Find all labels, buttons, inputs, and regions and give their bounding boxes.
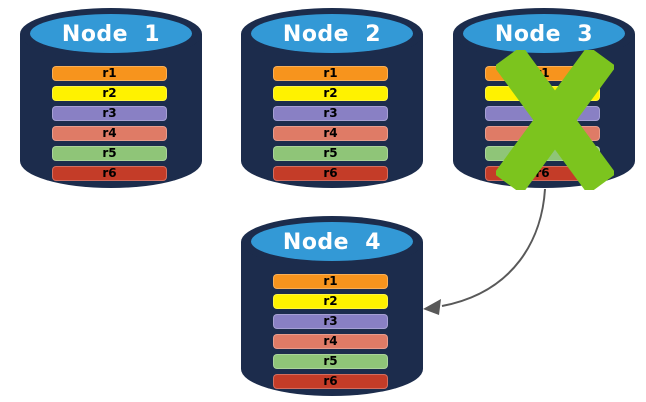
node-2-row-r3: r3 xyxy=(273,106,388,121)
node-4-row-r4: r4 xyxy=(273,334,388,349)
row-list: r1 r2 r3 r4 r5 r6 xyxy=(52,66,167,181)
cylinder-top-face: Node 2 xyxy=(251,14,413,53)
cylinder-top-rim: Node 4 xyxy=(241,216,423,268)
node-4-row-r1: r1 xyxy=(273,274,388,289)
cylinder-top-face: Node 1 xyxy=(30,14,192,53)
node-2-row-r6: r6 xyxy=(273,166,388,181)
node-label: Node 2 xyxy=(282,22,382,47)
row-list: r1 r2 r3 r4 r5 r6 xyxy=(273,66,388,181)
node-1-row-r5: r5 xyxy=(52,146,167,161)
node-label: Node 1 xyxy=(61,22,161,47)
cylinder-top-face: Node 4 xyxy=(251,222,413,261)
failure-x-icon xyxy=(496,50,614,190)
arrow-curve xyxy=(441,188,546,307)
node-1-row-r3: r3 xyxy=(52,106,167,121)
node-2-row-r5: r5 xyxy=(273,146,388,161)
node-1-row-r4: r4 xyxy=(52,126,167,141)
db-node-2: Node 2 r1 r2 r3 r4 r5 r6 xyxy=(241,8,423,188)
node-2-row-r1: r1 xyxy=(273,66,388,81)
node-1-row-r6: r6 xyxy=(52,166,167,181)
row-list: r1 r2 r3 r4 r5 r6 xyxy=(273,274,388,389)
node-1-row-r2: r2 xyxy=(52,86,167,101)
db-node-1: Node 1 r1 r2 r3 r4 r5 r6 xyxy=(20,8,202,188)
cylinder-top-rim: Node 1 xyxy=(20,8,202,60)
node-2-row-r4: r4 xyxy=(273,126,388,141)
cylinder-top-rim: Node 2 xyxy=(241,8,423,60)
node-label: Node 4 xyxy=(282,230,382,255)
db-node-4: Node 4 r1 r2 r3 r4 r5 r6 xyxy=(241,216,423,396)
x-stroke xyxy=(496,50,614,190)
arrow-head-icon xyxy=(423,299,441,315)
node-4-row-r3: r3 xyxy=(273,314,388,329)
node-4-row-r6: r6 xyxy=(273,374,388,389)
cylinder-top-rim: Node 3 xyxy=(453,8,635,60)
node-label: Node 3 xyxy=(494,22,594,47)
node-1-row-r1: r1 xyxy=(52,66,167,81)
node-4-row-r2: r2 xyxy=(273,294,388,309)
node-2-row-r2: r2 xyxy=(273,86,388,101)
cylinder-top-face: Node 3 xyxy=(463,14,625,53)
node-4-row-r5: r5 xyxy=(273,354,388,369)
